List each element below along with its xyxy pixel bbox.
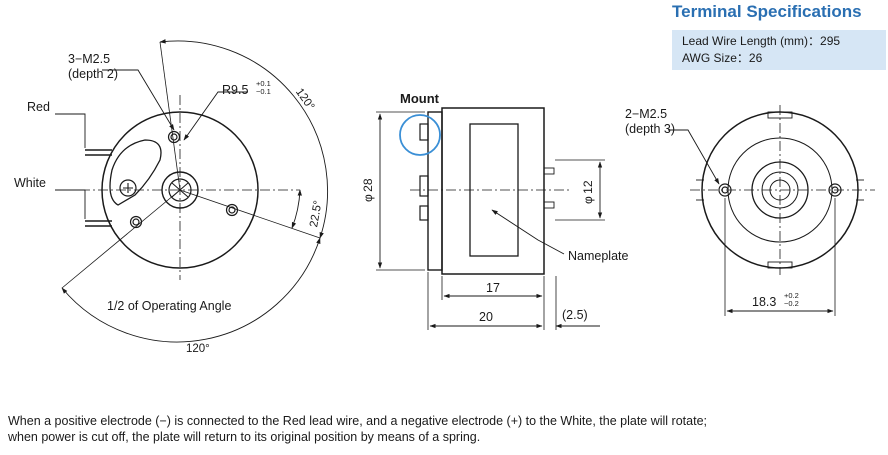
front-hole-left [129,215,143,229]
front-radius-label: R9.5 [222,83,248,97]
front-radius-tol-lower: −0.1 [256,87,271,96]
front-hole-spec-1: 3−M2.5 [68,52,110,66]
rear-hole-spec-1: 2−M2.5 [625,107,667,121]
mount-highlight-circle [399,114,441,156]
rear-hole-right [828,183,842,197]
awg-size: AWG Size：26 [682,51,763,65]
rear-pitch-tol-lower: −0.2 [784,299,799,308]
side-dim-17: 17 [486,281,500,295]
side-diameter-28: φ 28 [361,178,375,202]
terminal-specs-box: Lead Wire Length (mm)：295 AWG Size：26 [672,30,886,70]
caption: When a positive electrode (−) is connect… [8,413,878,445]
rear-pitch-tol-upper: +0.2 [784,291,799,300]
front-operating-angle: 1/2 of Operating Angle [107,299,231,313]
front-hole-spec-2: (depth 2) [68,67,118,81]
side-dim-20: 20 [479,310,493,324]
front-radius-tol-upper: +0.1 [256,79,271,88]
front-view [55,39,328,343]
front-wire-white: White [14,176,46,190]
terminal-specs-title: Terminal Specifications [672,2,862,21]
front-hole-top [167,130,181,144]
rear-view [668,105,875,316]
caption-line-2: when power is cut off, the plate will re… [8,430,481,444]
side-view [376,107,605,330]
rear-dim-pitch: 18.3 [752,295,776,309]
side-mount-label: Mount [400,91,440,106]
front-angle-side: 22.5° [308,200,325,229]
rear-hole-spec-2: (depth 3) [625,122,675,136]
front-angle-bottom: 120° [186,343,210,355]
side-dim-2-5: (2.5) [562,308,588,322]
front-hole-right [225,203,239,217]
side-nameplate-label: Nameplate [568,249,628,263]
side-body [441,107,545,275]
front-screw [119,179,137,197]
lead-wire-length: Lead Wire Length (mm)：295 [682,34,841,48]
caption-line-1: When a positive electrode (−) is connect… [8,414,707,428]
rear-hole-left [718,183,732,197]
front-wire-red: Red [27,100,50,114]
side-diameter-12: φ 12 [581,180,595,204]
rear-coil [751,161,809,219]
front-slot [109,139,162,206]
